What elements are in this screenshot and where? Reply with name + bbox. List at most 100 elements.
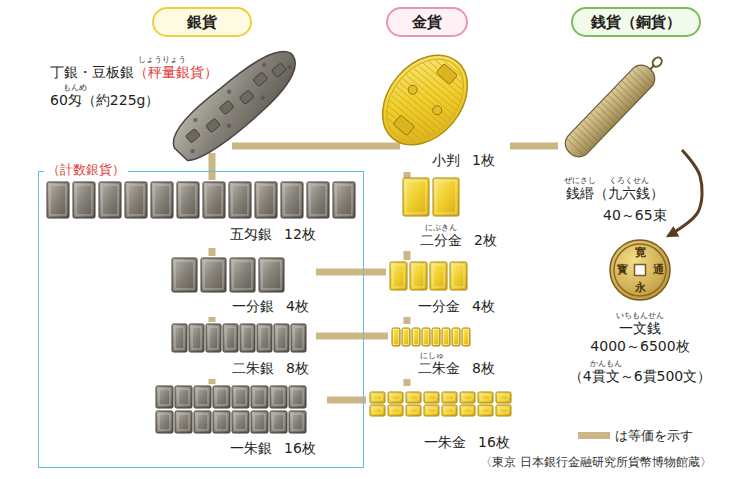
ingot-texture [226, 89, 232, 95]
equivalence-bar [232, 143, 400, 150]
coin-name: 一朱銀 [230, 440, 272, 457]
coin-frame [197, 414, 208, 430]
coin-frame [273, 414, 284, 430]
koban-stamp [436, 64, 458, 85]
coin [206, 324, 221, 352]
coin-row-illustration [390, 262, 467, 290]
text-row: （4貫文～6貫500文） [565, 368, 715, 385]
koban-hammer-line [403, 79, 450, 119]
equivalence-bar [404, 379, 411, 386]
coin-frame [154, 185, 170, 215]
group-heading: （計数銀貨） [44, 162, 128, 178]
coin-frame [464, 330, 469, 345]
ruby-reading: にぶきん [425, 224, 457, 233]
category-pill: 銭貨（銅貨） [571, 7, 701, 37]
coin-frame [336, 185, 352, 215]
coin-frame [197, 389, 208, 405]
ingot-texture [286, 64, 292, 70]
coin [175, 411, 192, 433]
category-label: 銭貨（銅貨） [591, 13, 681, 31]
coin-row-illustration [172, 324, 306, 352]
coin [496, 405, 511, 416]
coin-frame [444, 330, 449, 345]
ingot-stamp [219, 100, 234, 115]
coin-name: 二朱銀 [232, 360, 274, 377]
caption: 〈東京 日本銀行金融研究所貨幣博物館蔵〉 [480, 455, 712, 469]
coin [47, 182, 69, 218]
ingot-stamp [253, 72, 268, 87]
koban-hammer-line [423, 63, 461, 95]
equivalence-bar [316, 269, 386, 276]
coin-frame [463, 395, 472, 400]
coin [289, 411, 306, 433]
koban-stamp [406, 83, 419, 96]
equivalence-bar [404, 172, 411, 178]
coin-frame [235, 414, 246, 430]
coin [73, 182, 95, 218]
ingot-texture [192, 117, 198, 123]
coin-frame [260, 327, 269, 349]
equivalence-bar [510, 143, 558, 150]
coin [175, 386, 192, 408]
coin-edge-line [615, 88, 632, 105]
equivalence-bar [404, 251, 411, 260]
coin-edge-line [598, 106, 615, 123]
coin-edge-line [626, 77, 643, 94]
coin [213, 411, 230, 433]
coin [201, 258, 226, 292]
coin [203, 182, 225, 218]
equivalence-bar [404, 317, 411, 324]
coin [99, 182, 121, 218]
silver-coin-group: 五匁銀12枚 [44, 180, 358, 248]
coin [478, 405, 493, 416]
gold-coin-group: 二朱金8枚 [388, 324, 505, 379]
coin-frame [128, 185, 144, 215]
coin [410, 262, 427, 290]
coin-frame [50, 185, 66, 215]
coin [172, 324, 187, 352]
coin-count: 8枚 [286, 360, 309, 377]
coin-string-illustration [560, 49, 670, 161]
coin-frame [427, 395, 436, 400]
coin-frame [226, 327, 235, 349]
coin-frame [175, 327, 184, 349]
coin-row-illustration [392, 328, 470, 346]
coin-name: 一朱金 [424, 434, 466, 451]
coin-frame [413, 265, 424, 287]
coin-frame [273, 389, 284, 405]
coin-edge-line [633, 70, 650, 87]
text-row: 60匁（約225g） [50, 92, 159, 109]
coin [333, 182, 355, 218]
coin-string-group: 銭緡（九六銭）40～65束 [558, 55, 682, 226]
weight-value: 60匁（約225g） [50, 92, 159, 109]
coin-edge-line [577, 128, 594, 145]
coin [370, 392, 385, 403]
coin [388, 405, 403, 416]
coin [392, 328, 400, 346]
equivalence-bar [209, 153, 216, 180]
coin [442, 328, 450, 346]
equivalence-bar [316, 333, 388, 340]
koban-hammer-line [388, 112, 420, 139]
koban-body [365, 39, 484, 162]
coin [194, 386, 211, 408]
legend-swatch [578, 432, 610, 439]
coin-edge-line [574, 131, 591, 148]
coin [430, 262, 447, 290]
coin [460, 392, 475, 403]
text-row: 五匁銀12枚 [230, 226, 316, 243]
coin [478, 392, 493, 403]
coin [460, 405, 475, 416]
text-row: 二朱金8枚 [418, 360, 495, 377]
counted-silver-box: （計数銀貨）五匁銀12枚一分銀4枚二朱銀8枚一朱銀16枚 [38, 162, 364, 468]
coin-frame [233, 261, 252, 289]
coin-frame [481, 395, 490, 400]
equivalence-bar [209, 248, 216, 256]
coin-inscription: 寳 [617, 264, 628, 276]
coin [229, 182, 251, 218]
text-row: 小判1枚 [432, 152, 495, 169]
coin-edge-line [629, 74, 646, 91]
coin-frame [284, 185, 300, 215]
coin-frame [436, 181, 456, 213]
